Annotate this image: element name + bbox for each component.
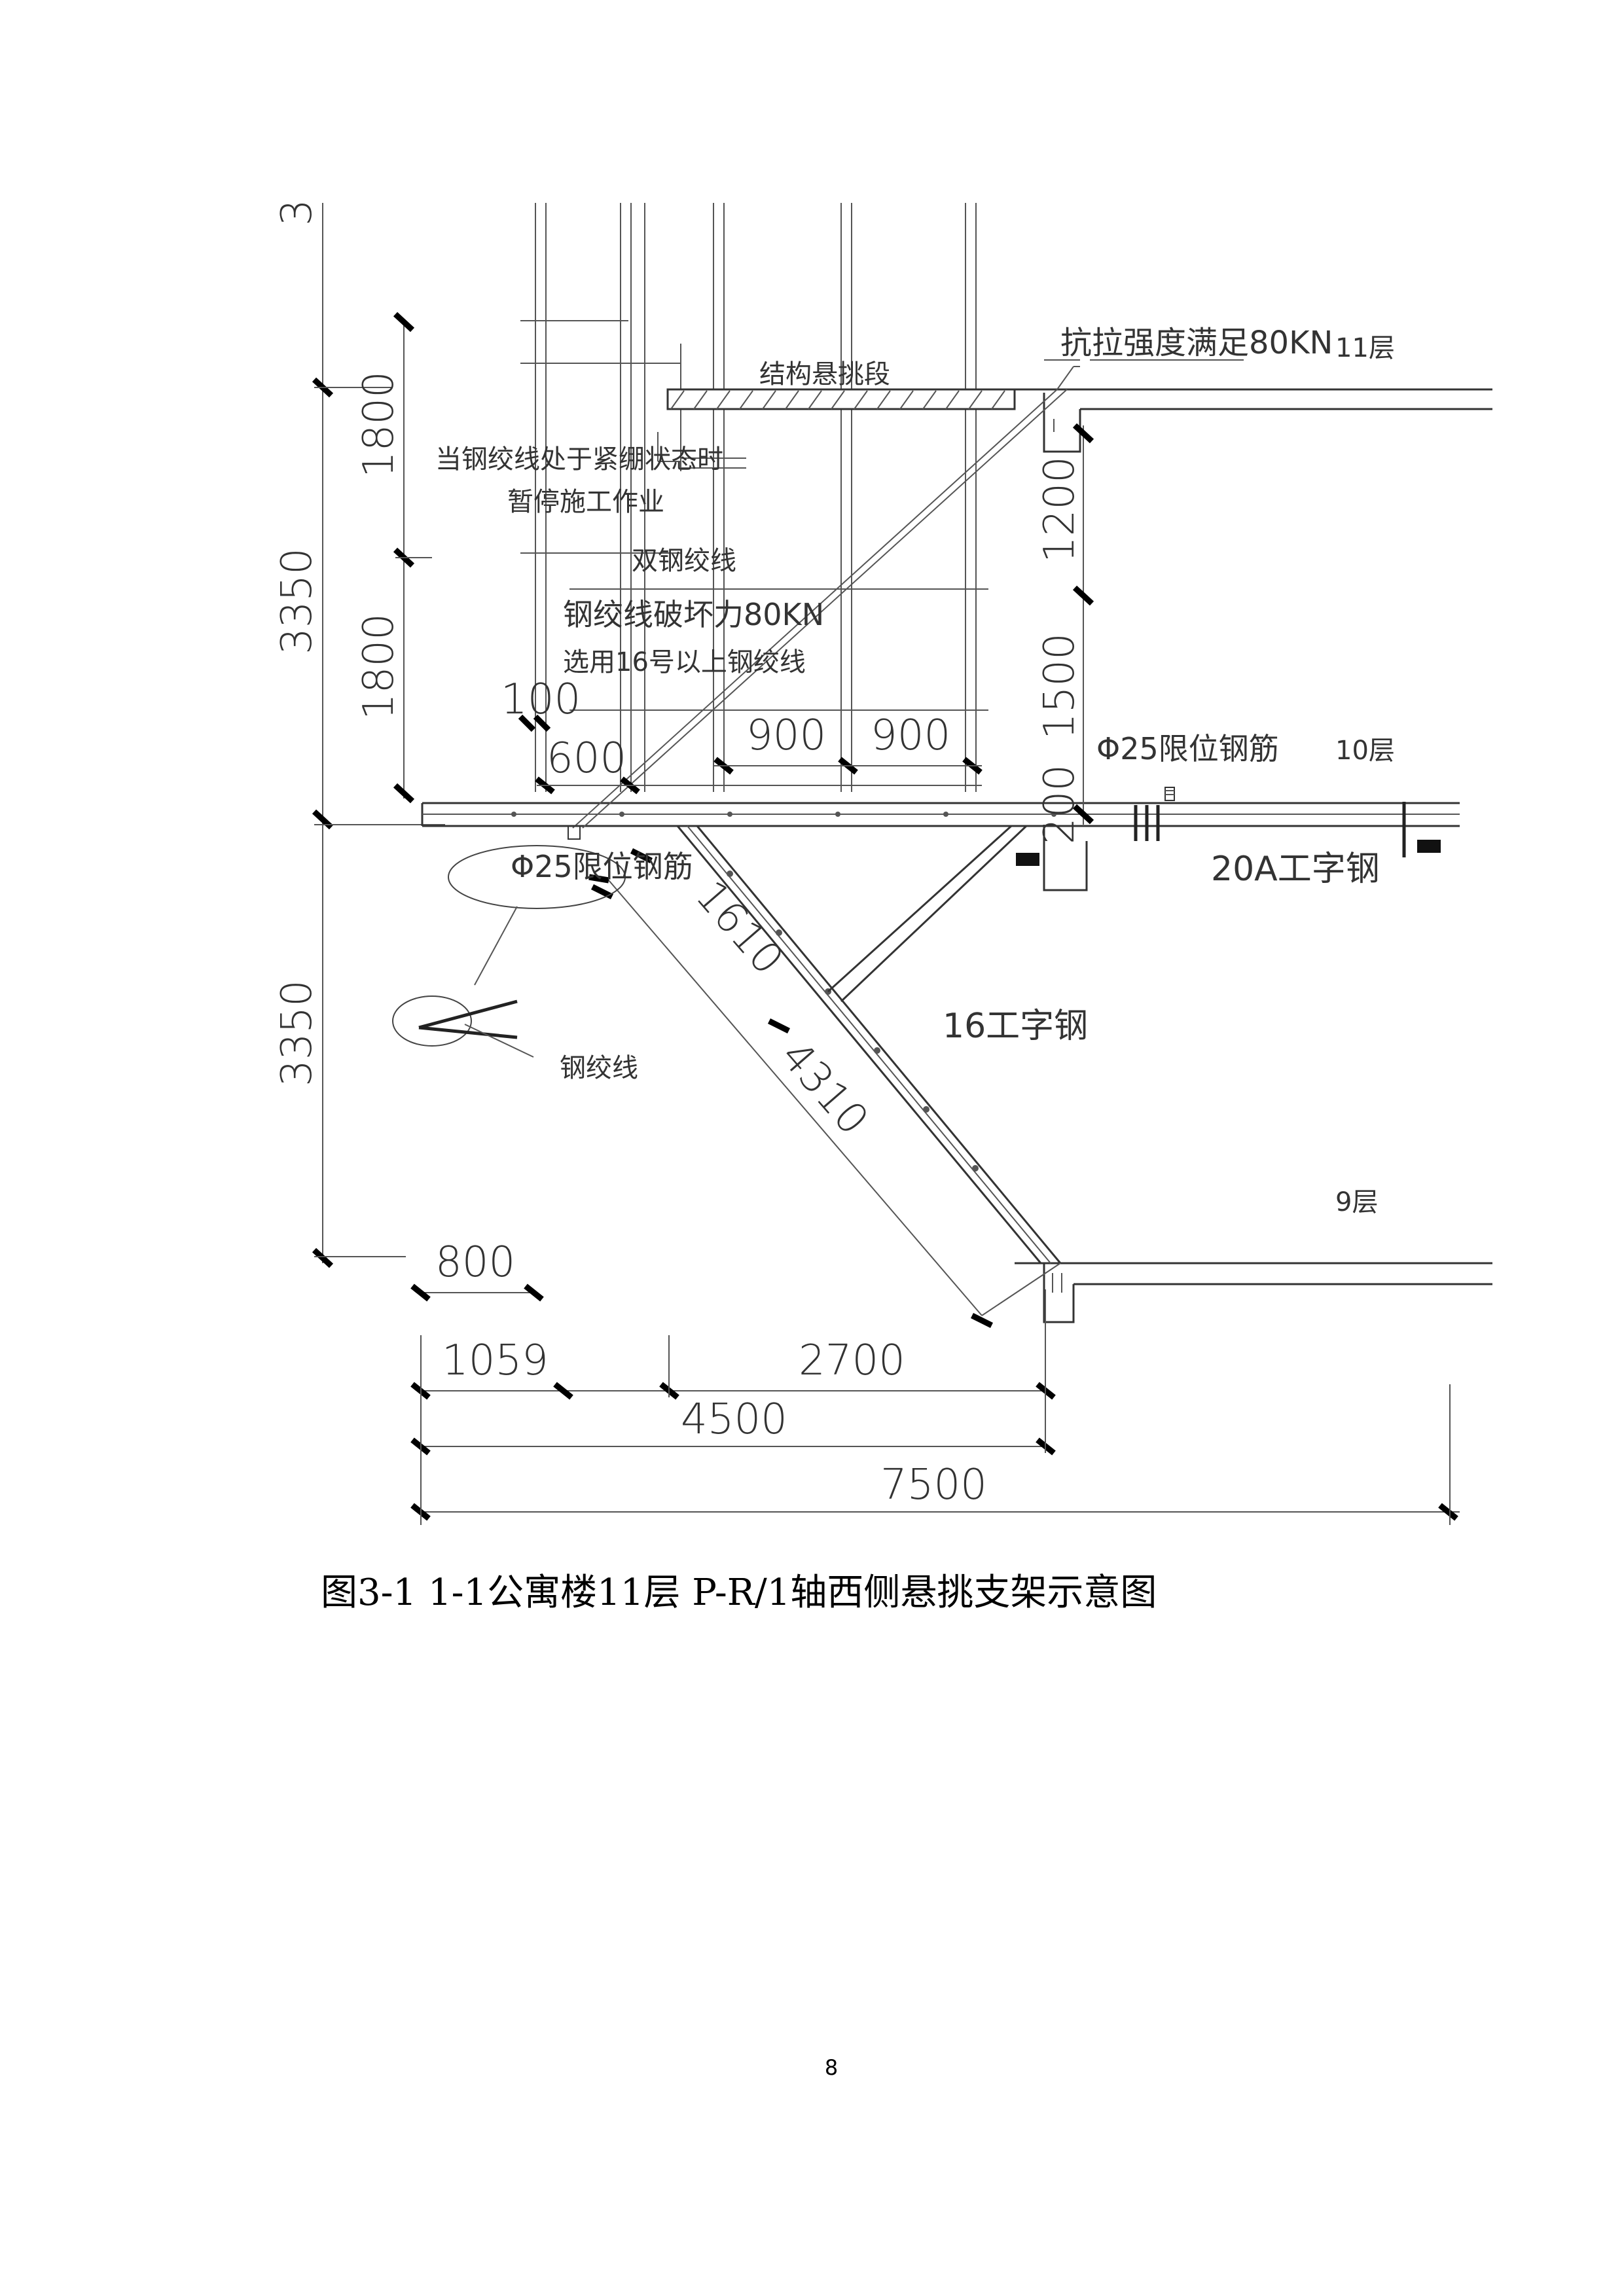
left-dimension-lines — [312, 203, 445, 1268]
figure-caption: 图3-1 1-1公寓楼11层 P-R/1轴西侧悬挑支架示意图 — [321, 1571, 1157, 1614]
tensile-strength-label: 抗拉强度满足80KN — [1060, 325, 1333, 361]
limit-bar-right-label: Φ25限位钢筋 — [1096, 731, 1279, 766]
detail-leaders — [392, 359, 1244, 1058]
beam-20a-label: 20A工字钢 — [1211, 850, 1380, 889]
scaffold-poles — [535, 203, 977, 792]
dim-1800-lower: 1800 — [355, 613, 403, 720]
dim-3350-upper: 3350 — [273, 548, 321, 655]
dim-1500: 1500 — [1036, 633, 1084, 740]
structure-cantilever-label: 结构悬挑段 — [759, 359, 890, 389]
beam-spacing-ticks — [518, 714, 983, 795]
dim-900-a: 900 — [746, 711, 826, 760]
floor-9-label: 9层 — [1335, 1187, 1378, 1217]
dim-1800-upper: 1800 — [355, 371, 403, 478]
top-dim-fragment: 3 — [273, 199, 321, 226]
floor-11-label: 11层 — [1335, 333, 1395, 363]
page-number: 8 — [824, 2055, 839, 2080]
dim-600: 600 — [547, 734, 626, 783]
steel-strand — [568, 366, 1080, 840]
note-tension-line2: 暂停施工作业 — [507, 487, 664, 517]
floor-10-label: 10层 — [1335, 736, 1395, 766]
right-dimension-lines — [1072, 423, 1094, 825]
beam-16-label: 16工字钢 — [943, 1007, 1088, 1046]
floor-slabs — [1015, 388, 1492, 1323]
structure-cantilever — [666, 388, 1016, 410]
strand-break-line1: 钢绞线破坏力80KN — [563, 597, 824, 632]
limit-bar-left-label: Φ25限位钢筋 — [511, 849, 693, 884]
dim-900-b: 900 — [871, 711, 950, 760]
strand-break-line2: 选用16号以上钢绞线 — [563, 647, 806, 677]
dim-1200: 1200 — [1036, 456, 1084, 563]
note-tension-line1: 当钢绞线处于紧绷状态时 — [435, 444, 723, 475]
bottom-dimension-lines — [410, 1283, 1460, 1525]
double-strand-label: 双钢绞线 — [632, 546, 736, 576]
main-beam-20a — [421, 787, 1460, 866]
secondary-strut — [827, 825, 1028, 1003]
dim-2700: 2700 — [799, 1336, 905, 1385]
dim-800: 800 — [435, 1238, 515, 1287]
dim-100: 100 — [501, 675, 581, 724]
dim-1059: 1059 — [442, 1336, 549, 1385]
diagonal-beam-16 — [676, 825, 1062, 1264]
dim-4500: 4500 — [681, 1395, 787, 1444]
strand-label: 钢绞线 — [560, 1053, 638, 1083]
diagonal-dimension — [590, 880, 1061, 1329]
dim-7500: 7500 — [880, 1461, 987, 1509]
dim-3350-lower: 3350 — [273, 980, 321, 1086]
dim-200: 200 — [1036, 764, 1084, 844]
